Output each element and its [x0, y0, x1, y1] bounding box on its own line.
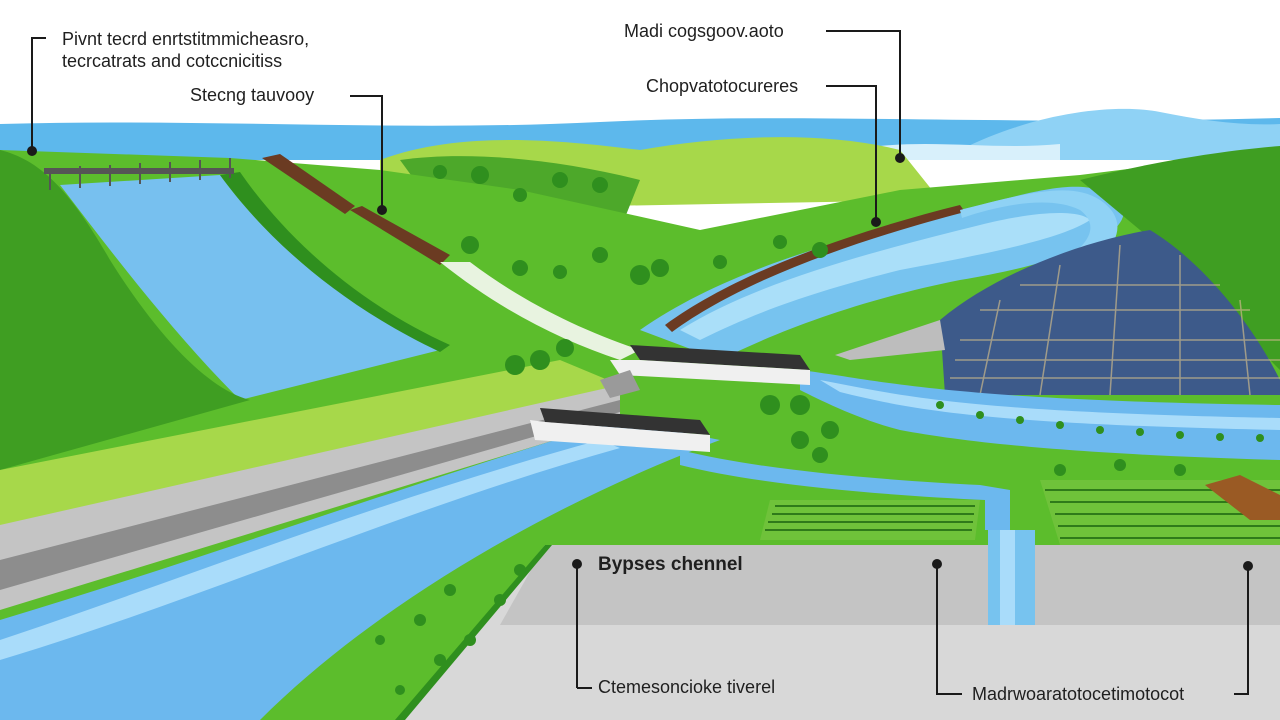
- label-center: Chopvatotocureres: [646, 76, 799, 96]
- solar-field: [940, 230, 1280, 395]
- river-highlight: [0, 440, 620, 660]
- bypass-channel: [680, 450, 1010, 530]
- lower-bridge: [540, 408, 710, 435]
- left-reservoir: [60, 175, 440, 400]
- label-bottom-right: Madrwoaratotocetimotocot: [972, 684, 1185, 704]
- upper-bridge-face: [610, 360, 810, 385]
- leader-top-center: [826, 30, 901, 158]
- solar-field-grid: [950, 244, 1280, 396]
- bottom-platform-upper: [500, 545, 1280, 625]
- upper-river-inner: [680, 213, 1090, 340]
- left-hill: [0, 150, 250, 470]
- dam-gate: [600, 370, 640, 398]
- levee-left: [262, 154, 355, 214]
- main-river: [0, 420, 720, 720]
- leader-steering: [350, 95, 383, 210]
- leader-dots: [27, 146, 1253, 571]
- label-bypass-channel: Bypses chennel: [598, 554, 743, 575]
- leader-lines: [31, 30, 1249, 695]
- shed: [1205, 475, 1280, 520]
- right-river-highlight: [820, 380, 1280, 430]
- spillway-highlight: [1000, 530, 1015, 625]
- leader-bottom-right-a: [936, 564, 962, 695]
- road-pattern: [0, 400, 620, 590]
- bottom-platform-edge: [395, 545, 552, 720]
- gravel-bank: [835, 320, 945, 360]
- upper-levee: [665, 205, 965, 332]
- label-top-center: Madi cogsgoov.aoto: [624, 21, 784, 41]
- levee-right: [350, 206, 450, 265]
- leader-center: [826, 85, 877, 222]
- label-steering: Stecng tauvooy: [190, 85, 315, 105]
- leader-bottom-right-b: [1234, 566, 1249, 695]
- lower-bridge-face: [530, 420, 710, 452]
- footpath: [440, 262, 640, 360]
- crop-field-rows: [765, 505, 975, 531]
- left-bridge-rails: [49, 158, 231, 190]
- upper-bridge: [630, 345, 810, 370]
- leader-top-left: [31, 37, 46, 150]
- label-bottom-left: Ctemesoncioke tiverel: [598, 677, 776, 697]
- sky: [0, 0, 1280, 130]
- reservoir-shadow: [220, 172, 450, 352]
- grass-strip: [0, 360, 620, 530]
- label-top-left-line1: Pivnt tecrd enrtstitmmicheasro,: [62, 29, 310, 49]
- trees: [375, 165, 1264, 695]
- label-top-left-line2: tecrcatrats and cotccnicitiss: [62, 51, 283, 71]
